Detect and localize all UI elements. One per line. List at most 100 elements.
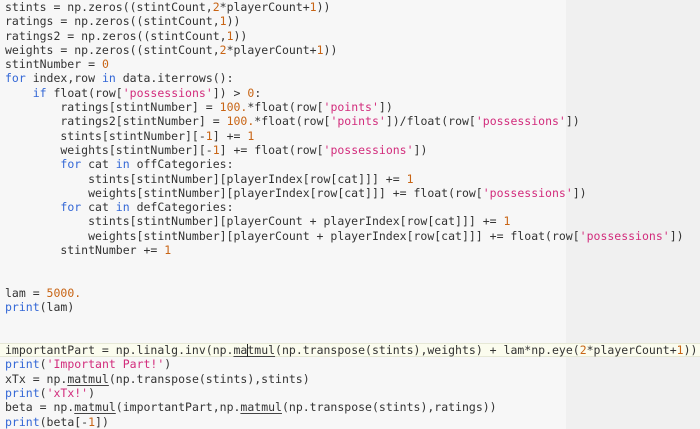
code-token: ]): [669, 228, 684, 243]
number-token: 1: [88, 414, 96, 429]
underlined-token: tmul: [247, 343, 276, 358]
code-token: ]): [413, 142, 428, 157]
code-line[interactable]: stints[stintNumber][playerIndex[row[cat]…: [0, 172, 700, 186]
code-line[interactable]: stintNumber += 1: [0, 243, 700, 257]
code-token: *playerCount+: [586, 343, 677, 358]
string-token: 'possessions': [122, 85, 213, 100]
string-token: 'points': [330, 114, 386, 129]
code-line[interactable]: stints = np.zeros((stintCount,2*playerCo…: [0, 0, 700, 14]
code-line[interactable]: stints[stintNumber][playerCount + player…: [0, 214, 700, 228]
code-line[interactable]: weights[stintNumber][playerCount + playe…: [0, 229, 700, 243]
code-token: stints[stintNumber][playerCount + player…: [5, 214, 504, 229]
keyword-token: in: [115, 200, 130, 215]
code-token: ] +=: [212, 128, 248, 143]
code-line[interactable]: weights[stintNumber][playerIndex[row[cat…: [0, 186, 700, 200]
keyword-token: print: [5, 300, 40, 315]
number-token: 1: [503, 214, 511, 229]
string-token: 'possessions': [475, 114, 566, 129]
code-token: lam =: [5, 285, 47, 300]
code-line[interactable]: ratings[stintNumber] = 100.*float(row['p…: [0, 100, 700, 114]
number-token: 5000.: [46, 285, 82, 300]
code-token: *playerCount+: [226, 42, 317, 57]
code-token: ): [88, 386, 96, 401]
number-token: 2: [579, 343, 587, 358]
code-token: (np.transpose(stints),ratings)): [281, 400, 497, 415]
number-token: 1: [247, 128, 255, 143]
code-token: ]): [572, 185, 587, 200]
keyword-token: in: [115, 157, 130, 172]
code-token: ratings = np.zeros((stintCount,: [5, 14, 220, 29]
string-token: 'points': [323, 100, 379, 115]
code-token: weights[stintNumber][playerCount + playe…: [5, 228, 580, 243]
code-line[interactable]: stints[stintNumber][-1] += 1: [0, 129, 700, 143]
number-token: 1: [309, 0, 317, 14]
code-token: (: [39, 357, 47, 372]
code-line[interactable]: print('Important Part!'): [0, 357, 700, 371]
code-line[interactable]: [0, 257, 700, 271]
code-line[interactable]: xTx = np.matmul(np.transpose(stints),sti…: [0, 372, 700, 386]
code-token: importantPart = np.linalg.inv(np.: [5, 343, 234, 358]
number-token: 100.: [219, 100, 248, 115]
code-line[interactable]: [0, 272, 700, 286]
code-token: beta = np.: [5, 400, 75, 415]
code-token: ])/float(row[: [385, 114, 476, 129]
code-token: ratings[stintNumber] =: [5, 100, 220, 115]
code-line[interactable]: weights[stintNumber][-1] += float(row['p…: [0, 143, 700, 157]
code-token: *float(row[: [254, 114, 331, 129]
number-token: 1: [226, 28, 234, 43]
code-token: stints[stintNumber][-: [5, 128, 206, 143]
code-token: offCategories:: [129, 157, 234, 172]
string-token: 'possessions': [482, 185, 573, 200]
number-token: 1: [406, 171, 414, 186]
keyword-token: print: [5, 357, 40, 372]
code-line[interactable]: [0, 315, 700, 329]
code-token: )): [316, 0, 331, 14]
code-token: stints[stintNumber][playerIndex[row[cat]…: [5, 171, 407, 186]
number-token: 1: [164, 243, 172, 258]
code-token: ratings2 = np.zeros((stintCount,: [5, 28, 227, 43]
code-token: float(row[: [46, 85, 123, 100]
number-token: 2: [212, 0, 220, 14]
code-line[interactable]: weights = np.zeros((stintCount,2*playerC…: [0, 43, 700, 57]
code-line[interactable]: for cat in defCategories:: [0, 200, 700, 214]
code-token: weights[stintNumber][-: [5, 142, 213, 157]
keyword-token: for: [60, 157, 82, 172]
keyword-token: print: [5, 386, 40, 401]
code-token: [5, 86, 33, 100]
underlined-token: matmul: [240, 400, 282, 415]
code-line[interactable]: beta = np.matmul(importantPart,np.matmul…: [0, 400, 700, 414]
underlined-token: matmul: [67, 371, 109, 386]
code-line[interactable]: print('xTx!'): [0, 386, 700, 400]
code-line[interactable]: importantPart = np.linalg.inv(np.matmul(…: [0, 343, 700, 358]
string-token: 'possessions': [323, 142, 414, 157]
code-token: ]) >: [212, 85, 248, 100]
string-token: 'Important Part!': [46, 357, 165, 372]
number-token: 1: [676, 343, 684, 358]
code-line[interactable]: ratings = np.zeros((stintCount,1)): [0, 14, 700, 28]
number-token: 2: [219, 42, 227, 57]
code-line[interactable]: ratings2[stintNumber] = 100.*float(row['…: [0, 114, 700, 128]
code-line[interactable]: for index,row in data.iterrows():: [0, 71, 700, 85]
number-token: 1: [219, 14, 227, 29]
code-line[interactable]: for cat in offCategories:: [0, 157, 700, 171]
code-line[interactable]: [0, 329, 700, 343]
code-token: stintNumber +=: [5, 243, 165, 258]
code-token: )): [323, 42, 338, 57]
number-token: 1: [205, 128, 213, 143]
code-token: :: [254, 85, 262, 100]
keyword-token: print: [5, 414, 40, 429]
code-token: data.iterrows():: [115, 71, 234, 86]
code-line[interactable]: print(beta[-1]): [0, 415, 700, 429]
code-token: ratings2[stintNumber] =: [5, 114, 227, 129]
code-line[interactable]: print(lam): [0, 300, 700, 314]
code-line[interactable]: ratings2 = np.zeros((stintCount,1)): [0, 29, 700, 43]
code-line[interactable]: stintNumber = 0: [0, 57, 700, 71]
code-line[interactable]: lam = 5000.: [0, 286, 700, 300]
code-token: (importantPart,np.: [115, 400, 241, 415]
code-token: weights[stintNumber][playerIndex[row[cat…: [5, 185, 483, 200]
code-token: weights = np.zeros((stintCount,: [5, 42, 220, 57]
code-token: stints = np.zeros((stintCount,: [5, 0, 213, 14]
code-line[interactable]: if float(row['possessions']) > 0:: [0, 86, 700, 100]
